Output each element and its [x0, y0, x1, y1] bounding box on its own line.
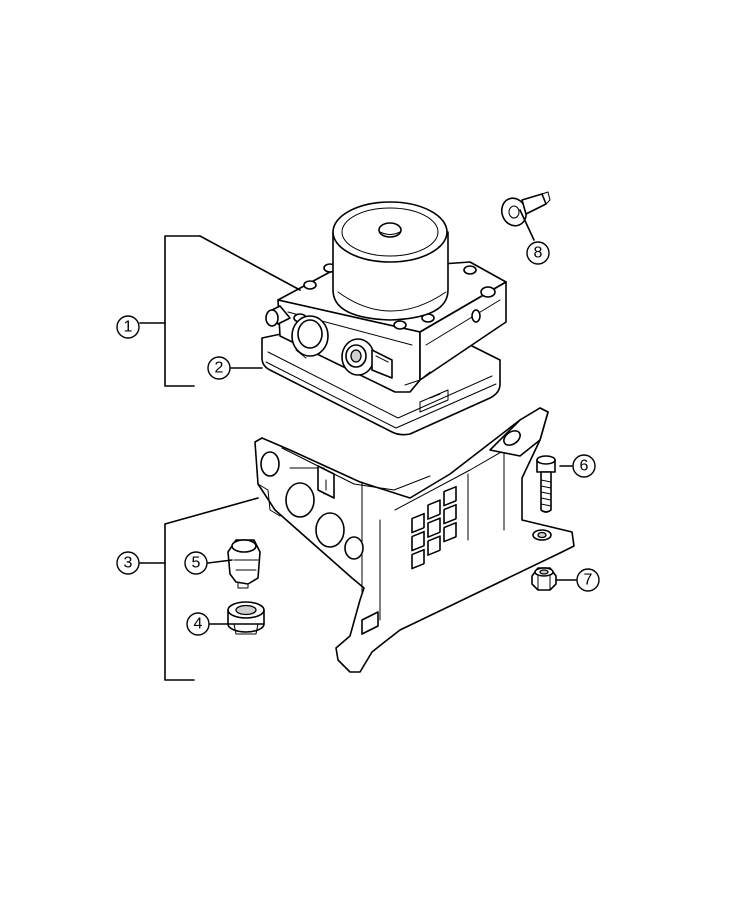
callout-3: 3: [116, 551, 140, 575]
callout-7: 7: [576, 568, 600, 592]
callout-7-label: 7: [584, 572, 593, 589]
callout-5-label: 5: [192, 555, 201, 572]
callout-4-label: 4: [194, 616, 203, 633]
bracket-cutouts: [260, 451, 364, 560]
callout-6: 6: [572, 454, 596, 478]
callout-5: 5: [184, 551, 208, 575]
abs-ports: [291, 315, 393, 379]
bolt: [536, 455, 556, 513]
callout-1: 1: [116, 315, 140, 339]
callout-2-label: 2: [215, 360, 224, 377]
grommet: [227, 601, 265, 635]
mounting-bracket: [254, 407, 575, 673]
callout-6-label: 6: [580, 458, 589, 475]
nut: [531, 567, 557, 591]
callout-8: 8: [526, 241, 550, 265]
abs-module: [261, 201, 507, 436]
callout-2: 2: [207, 356, 231, 380]
callout-4: 4: [186, 612, 210, 636]
bracket-grid: [411, 485, 457, 570]
abs-motor: [332, 201, 449, 321]
leader-lines: [139, 209, 577, 681]
push-pin: [500, 191, 551, 227]
callout-3-label: 3: [124, 555, 133, 572]
callout-1-label: 1: [124, 319, 133, 336]
callout-8-label: 8: [534, 245, 543, 262]
clip: [227, 539, 261, 589]
